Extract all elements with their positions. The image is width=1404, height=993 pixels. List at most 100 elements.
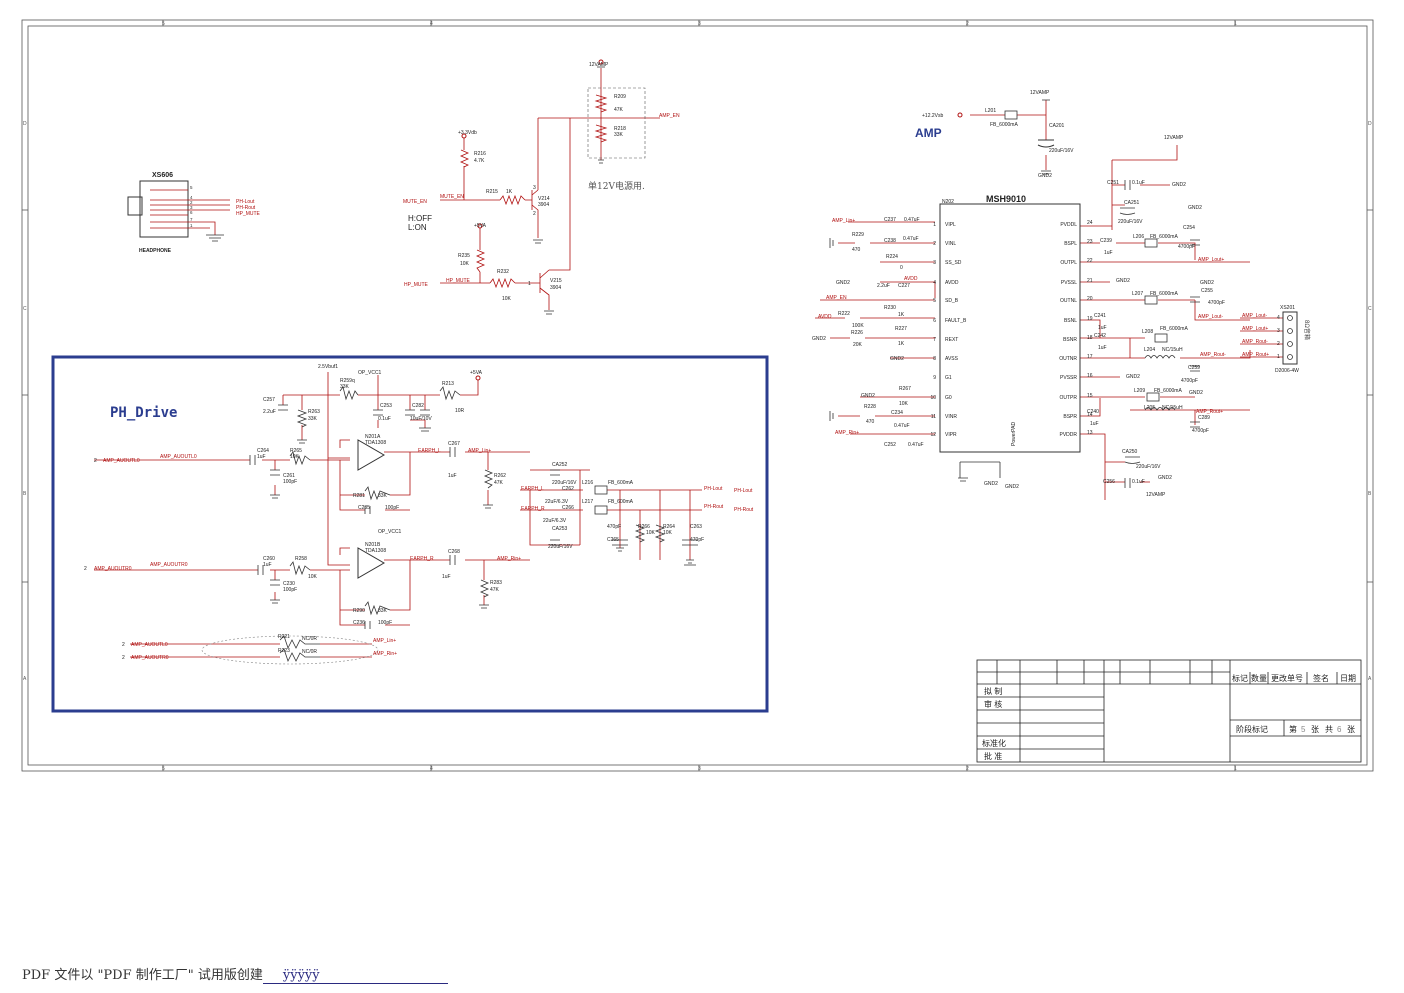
ref-label: C254 xyxy=(1183,225,1195,231)
ic-pin-number: 14 xyxy=(1087,412,1093,418)
col-label: 3 xyxy=(698,21,701,27)
pin-number: 1 xyxy=(190,223,193,228)
value-label: 1K xyxy=(506,189,513,195)
value-label: 22uF/6.3V xyxy=(545,499,569,505)
col-label: 2 xyxy=(966,21,969,27)
ic-pin-number: 13 xyxy=(1087,430,1093,436)
ground-label: GND2 xyxy=(1189,390,1203,396)
ref-label: CA250 xyxy=(1122,449,1138,455)
ref-label: R222 xyxy=(838,311,850,317)
ic-pin-number: 15 xyxy=(1087,393,1093,399)
value-label: NC/15uH xyxy=(1162,405,1183,411)
value-label: 100K xyxy=(852,323,864,329)
ref-label: R216 xyxy=(474,151,486,157)
value-label: 1K xyxy=(898,341,905,347)
ic-pin-name: OUTNR xyxy=(1059,356,1077,362)
value-label: 10R xyxy=(455,408,465,414)
ref-label: R258 xyxy=(295,556,307,562)
net-label: PH-Rout xyxy=(704,504,724,510)
connector-ref: XS201 xyxy=(1280,305,1295,311)
sheet-ref: 2 xyxy=(94,458,97,464)
ground-label: GND2 xyxy=(1172,182,1186,188)
col-label: 3 xyxy=(698,766,701,772)
col-label: 1 xyxy=(1234,766,1237,772)
amp-section: AMP N202 MSH9010 PowerPAD +12.2Vsb L201 xyxy=(812,90,1311,500)
ic-pin-name: BSNR xyxy=(1063,337,1077,343)
ref-label: C252 xyxy=(884,442,896,448)
row-label: B xyxy=(1368,491,1372,497)
ic-pin-number: 24 xyxy=(1087,220,1093,226)
ic-pin-number: 18 xyxy=(1087,335,1093,341)
power-label: 12VAMP xyxy=(1164,135,1184,141)
net-label: AVDD xyxy=(818,314,832,320)
ground-label: GND2 xyxy=(812,336,826,342)
title-header: 签名 xyxy=(1313,673,1329,683)
value-label: 33K xyxy=(340,384,350,390)
row-label: C xyxy=(1368,306,1372,312)
ic-pin-number: 20 xyxy=(1087,296,1093,302)
pin-number: 5 xyxy=(190,185,193,190)
ref-label: R224 xyxy=(886,254,898,260)
ref-label: N201B xyxy=(365,542,381,548)
ref-label: L206 xyxy=(1133,234,1144,240)
value-label: 470pF xyxy=(690,537,704,543)
sheet-frame xyxy=(21,19,1374,772)
ref-label: R267 xyxy=(899,386,911,392)
ref-label: R266 xyxy=(638,524,650,530)
ground-label: GND2 xyxy=(1188,205,1202,211)
ic-pin-name: SD_B xyxy=(945,298,959,304)
net-label: EARPH_L xyxy=(521,486,544,492)
net-label: MUTE_EN xyxy=(403,199,427,205)
value-label: 10K xyxy=(663,530,673,536)
ref-label: V214 xyxy=(538,196,550,202)
net-label: AMP_Rout+ xyxy=(1242,352,1269,358)
net-label: AMP_Rout+ xyxy=(1196,409,1223,415)
col-label: 1 xyxy=(1234,21,1237,27)
value-label: FB_6000mA xyxy=(1154,388,1182,394)
ref-label: C265 xyxy=(607,537,619,543)
net-label: AMP_AUOUTL0 xyxy=(160,454,197,460)
ref-label: R223 xyxy=(278,648,290,654)
net-label: +12.2Vsb xyxy=(922,113,943,119)
row-label: D xyxy=(23,121,27,127)
watermark-link[interactable]: ÿÿÿÿÿ xyxy=(262,968,448,984)
value-label: 100pF xyxy=(385,505,399,511)
ref-label: R264 xyxy=(663,524,675,530)
net-label: MUTE_EN xyxy=(440,194,464,200)
ic-name: MSH9010 xyxy=(986,194,1026,204)
ic-pin-number: 9 xyxy=(933,375,936,381)
net-label: AMP_AUOUTL0 xyxy=(103,458,140,464)
ref-label: R230 xyxy=(884,305,896,311)
ph-drive-block: PH_Drive xyxy=(51,355,769,713)
value-label: 1K xyxy=(898,312,905,318)
power-label: OP_VCC1 xyxy=(358,370,382,376)
ref-label: CA251 xyxy=(1124,200,1140,206)
net-label: AMP_Lout+ xyxy=(1198,257,1224,263)
logic-note: H:OFF xyxy=(408,214,432,223)
power-label: 12VAMP xyxy=(589,62,609,68)
value-label: 47K xyxy=(494,480,504,486)
value-label: 33K xyxy=(378,493,388,499)
ground-label: GND2 xyxy=(984,481,998,487)
value-label: FB_600mA xyxy=(608,480,634,486)
ref-label: L208 xyxy=(1142,329,1153,335)
title-header: 标记 xyxy=(1232,673,1248,683)
value-label: 0.47uF xyxy=(894,423,910,429)
value-label: 33K xyxy=(308,416,318,422)
col-label: 5 xyxy=(162,766,165,772)
total-prefix: 共 xyxy=(1325,725,1333,734)
net-label: PH-Rout xyxy=(734,507,754,513)
ref-label: C242 xyxy=(1094,333,1106,339)
title-header: 数量 xyxy=(1251,673,1267,683)
pin-number: 2 xyxy=(1277,341,1280,347)
net-label: AMP_Lin+ xyxy=(373,638,396,644)
net-label: HP_MUTE xyxy=(236,211,261,217)
sheet-prefix: 第 xyxy=(1289,724,1297,734)
ref-label: C241 xyxy=(1094,313,1106,319)
ref-label: C236 xyxy=(353,620,365,626)
value-label: 10K xyxy=(646,530,656,536)
value-label: 4.7K xyxy=(474,158,485,164)
